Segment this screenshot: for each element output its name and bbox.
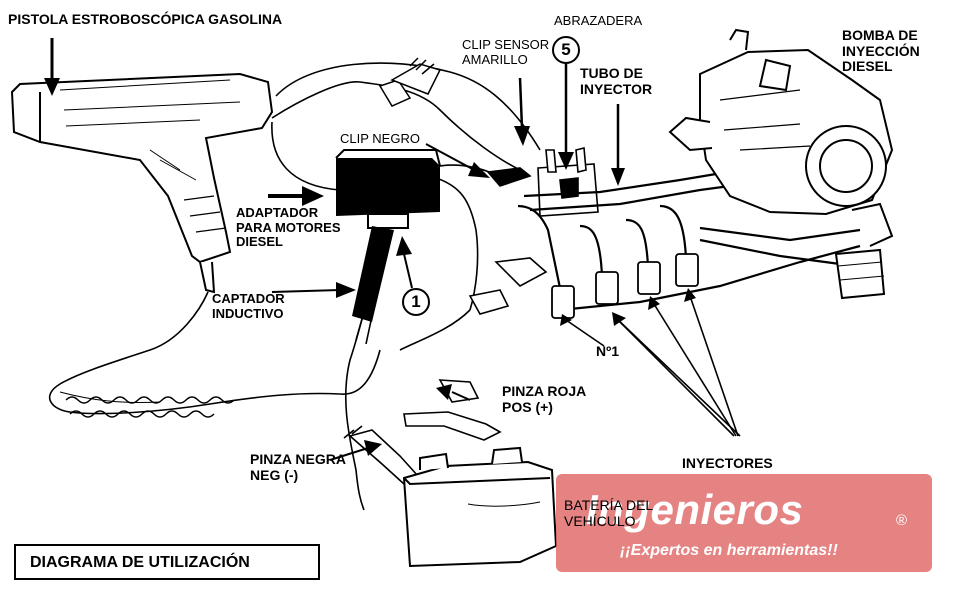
label-injectors: INYECTORES	[682, 455, 773, 471]
watermark: Ingenieros ® ¡¡Expertos en herramientas!…	[556, 474, 932, 572]
badge-one: 1	[402, 288, 430, 316]
label-cylinder-one: Nº1	[596, 343, 620, 359]
injection-pump	[668, 28, 894, 216]
stroboscope-gun	[10, 72, 274, 294]
injectors	[551, 253, 699, 319]
diesel-adapter-box	[335, 149, 441, 229]
top-connector	[378, 57, 442, 107]
watermark-tagline: ¡¡Expertos en herramientas!!	[620, 542, 838, 559]
label-black-clamp: PINZA NEGRA NEG (-)	[250, 451, 346, 483]
label-stroboscope-gun: PISTOLA ESTROBOSCÓPICA GASOLINA	[8, 11, 283, 27]
clamp-assembly	[486, 146, 599, 217]
inductive-pickup	[352, 226, 394, 345]
label-red-clamp: PINZA ROJA POS (+)	[502, 383, 587, 415]
watermark-registered: ®	[896, 512, 908, 529]
fuel-filter	[834, 202, 894, 300]
label-clamp: ABRAZADERA	[554, 13, 643, 28]
diagram-title: DIAGRAMA DE UTILIZACIÓN	[30, 554, 250, 571]
callout-arrows	[44, 38, 741, 461]
diagram-title-box: DIAGRAMA DE UTILIZACIÓN	[14, 544, 320, 580]
watermark-name: Ingenieros	[586, 486, 804, 533]
label-yellow-sensor-clip: CLIP SENSOR AMARILLO	[462, 37, 550, 67]
label-injection-pump: BOMBA DE INYECCIÓN DIESEL	[842, 27, 920, 75]
label-inductive-pickup: CAPTADOR INDUCTIVO	[212, 291, 285, 321]
battery	[402, 446, 558, 568]
label-injector-tube: TUBO DE INYECTOR	[580, 65, 653, 97]
label-black-clip: CLIP NEGRO	[340, 131, 420, 146]
badge-five: 5	[552, 36, 580, 64]
label-vehicle-battery: BATERÍA DEL VEHÍCULO	[564, 497, 654, 529]
label-diesel-adapter: ADAPTADOR PARA MOTORES DIESEL	[236, 205, 341, 250]
